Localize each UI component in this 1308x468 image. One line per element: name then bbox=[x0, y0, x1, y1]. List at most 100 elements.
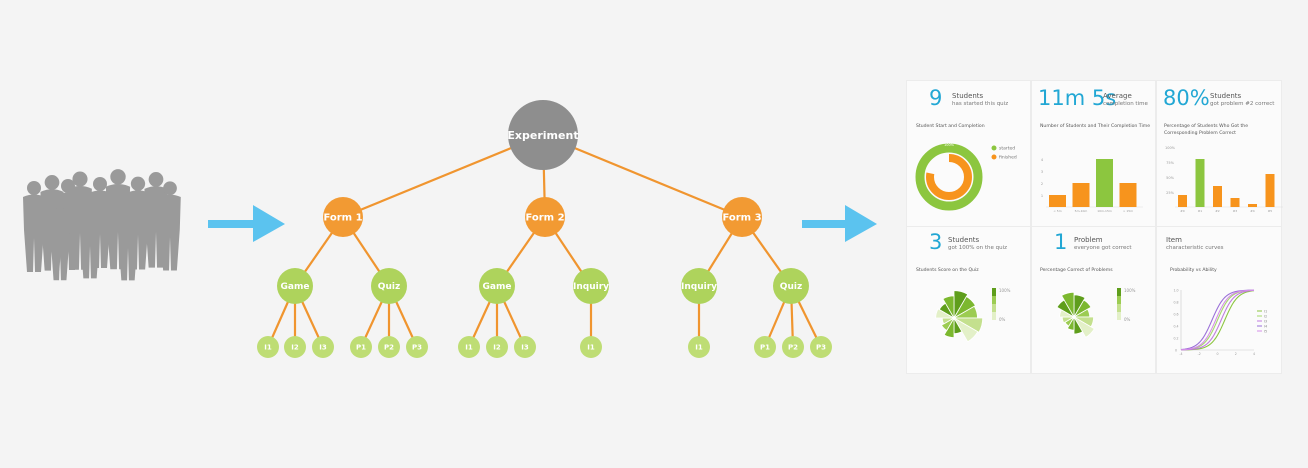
dashboard-panel-4 bbox=[906, 226, 1031, 374]
item-node-label: I1 bbox=[587, 343, 595, 351]
item-node-label: P1 bbox=[356, 343, 366, 351]
form-node-label: Form 2 bbox=[525, 213, 564, 224]
activity-node-label: Quiz bbox=[780, 282, 802, 292]
tree-edge bbox=[542, 133, 743, 219]
item-node: I1 bbox=[257, 336, 279, 358]
activity-node-label: Game bbox=[483, 282, 512, 292]
stat-label: Students bbox=[952, 92, 984, 100]
person-icon bbox=[148, 172, 164, 187]
chart-title: Probability vs Ability bbox=[1170, 268, 1217, 273]
form-node-circle bbox=[722, 197, 762, 237]
form-node: Form 1 bbox=[323, 197, 363, 237]
activity-node: Quiz bbox=[371, 268, 407, 304]
stat-label: Students bbox=[1210, 92, 1242, 100]
tree-edge bbox=[342, 133, 544, 219]
person-icon bbox=[130, 176, 146, 191]
item-node: P3 bbox=[406, 336, 428, 358]
person-icon bbox=[72, 171, 88, 187]
stat-sublabel: everyone got correct bbox=[1074, 245, 1132, 251]
stat-value: 1 bbox=[1054, 230, 1068, 254]
item-node-circle bbox=[257, 336, 279, 358]
item-node: P3 bbox=[810, 336, 832, 358]
item-node-circle bbox=[580, 336, 602, 358]
chart-title: Student Start and Completion bbox=[916, 124, 985, 129]
activity-node-circle bbox=[479, 268, 515, 304]
item-node: P2 bbox=[378, 336, 400, 358]
item-node-circle bbox=[486, 336, 508, 358]
item-node: I2 bbox=[284, 336, 306, 358]
item-node-circle bbox=[754, 336, 776, 358]
activity-node: Game bbox=[479, 268, 515, 304]
item-node-label: I2 bbox=[291, 343, 299, 351]
person-icon bbox=[44, 175, 60, 190]
person-icon bbox=[49, 208, 71, 281]
item-node-label: I1 bbox=[264, 343, 272, 351]
item-node-label: I2 bbox=[493, 343, 501, 351]
stat-value: 80% bbox=[1163, 86, 1210, 110]
stat-label: Average bbox=[1103, 92, 1132, 100]
arrow-to-experiment-icon bbox=[208, 205, 285, 242]
item-node-circle bbox=[312, 336, 334, 358]
person-icon bbox=[23, 194, 45, 272]
chart-title: Students Score on the Quiz bbox=[916, 268, 979, 273]
item-node-circle bbox=[688, 336, 710, 358]
item-node-circle bbox=[378, 336, 400, 358]
item-node-label: P2 bbox=[384, 343, 394, 351]
stat-label: Problem bbox=[1074, 236, 1103, 244]
item-node-label: P2 bbox=[788, 343, 798, 351]
item-node-circle bbox=[514, 336, 536, 358]
item-node-circle bbox=[406, 336, 428, 358]
form-node-circle bbox=[323, 197, 363, 237]
experiment-node: Experiment bbox=[507, 100, 579, 170]
form-node-label: Form 3 bbox=[722, 213, 761, 224]
form-node: Form 2 bbox=[525, 197, 565, 237]
activity-node: Inquiry bbox=[681, 268, 717, 304]
stat-sublabel: has started this quiz bbox=[952, 101, 1009, 107]
item-node: P2 bbox=[782, 336, 804, 358]
form-node: Form 3 bbox=[722, 197, 762, 237]
activity-node-label: Quiz bbox=[378, 282, 400, 292]
experiment-node-circle bbox=[508, 100, 578, 170]
form-node-circle bbox=[525, 197, 565, 237]
item-node: I1 bbox=[458, 336, 480, 358]
chart-title: Number of Students and Their Completion … bbox=[1040, 124, 1151, 129]
activity-node-label: Inquiry bbox=[681, 282, 717, 292]
item-node: P1 bbox=[754, 336, 776, 358]
arrow-to-dashboard-icon bbox=[802, 205, 877, 242]
item-node-circle bbox=[284, 336, 306, 358]
dashboard-panel-5 bbox=[1031, 226, 1156, 374]
person-icon bbox=[27, 181, 41, 195]
person-icon bbox=[121, 193, 135, 208]
person-icon bbox=[79, 204, 101, 279]
item-node-label: I1 bbox=[465, 343, 473, 351]
stat-value: 11m 5s bbox=[1038, 86, 1117, 110]
stat-value: 9 bbox=[929, 86, 943, 110]
person-icon bbox=[159, 194, 181, 271]
activity-node-circle bbox=[277, 268, 313, 304]
stat-label: Students bbox=[948, 236, 980, 244]
item-node: I2 bbox=[486, 336, 508, 358]
stat-value: 3 bbox=[929, 230, 943, 254]
person-icon bbox=[163, 181, 177, 196]
activity-node: Quiz bbox=[773, 268, 809, 304]
stat-sublabel: got problem #2 correct bbox=[1210, 101, 1275, 107]
stat-sublabel: got 100% on the quiz bbox=[948, 245, 1007, 251]
activity-node-label: Inquiry bbox=[573, 282, 609, 292]
students-group-silhouette bbox=[23, 169, 181, 281]
item-node-label: P3 bbox=[412, 343, 422, 351]
item-node-circle bbox=[350, 336, 372, 358]
person-icon bbox=[110, 169, 126, 185]
item-node: I1 bbox=[580, 336, 602, 358]
form-node-label: Form 1 bbox=[323, 213, 362, 224]
item-node: I1 bbox=[688, 336, 710, 358]
item-node-label: P1 bbox=[760, 343, 770, 351]
item-node: P1 bbox=[350, 336, 372, 358]
experiment-node-label: Experiment bbox=[507, 129, 578, 142]
item-node: I3 bbox=[514, 336, 536, 358]
person-icon bbox=[117, 206, 139, 281]
item-node-circle bbox=[782, 336, 804, 358]
person-icon bbox=[83, 191, 97, 206]
person-icon bbox=[93, 177, 107, 191]
